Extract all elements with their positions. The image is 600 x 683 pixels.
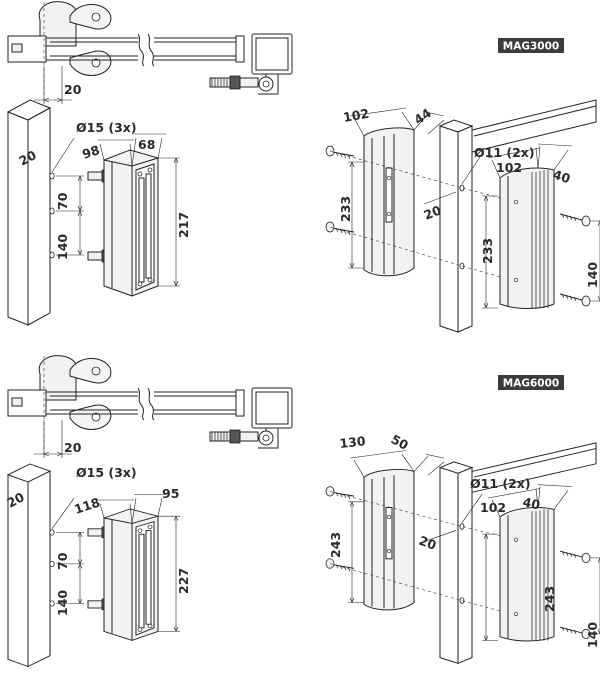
- mag3000-spacing-bottom: 140: [55, 234, 70, 260]
- mag6000-spacing-bottom: 140: [55, 590, 70, 616]
- mag3000-hole-label: Ø15 (3x): [76, 120, 137, 135]
- mag3000-lock-offset: 44: [411, 105, 434, 127]
- mag3000-plate-spacing: 140: [585, 262, 600, 288]
- mag3000-spacing-top: 70: [55, 192, 70, 210]
- mag3000-model-name: MAG3000: [503, 41, 559, 53]
- mag3000-bracket-height: 217: [176, 212, 191, 238]
- mag6000-plate-hole-label: Ø11 (2x): [470, 476, 531, 491]
- mag3000-plate-hole-label: Ø11 (2x): [474, 145, 535, 160]
- mag6000-plate-depth: 40: [521, 494, 541, 512]
- mag6000-lock-height: 243: [328, 532, 343, 558]
- mag6000-lock-assembly: [325, 442, 600, 664]
- mag6000-plate-height: 243: [542, 586, 557, 612]
- mag6000-spacing-top: 70: [55, 552, 70, 570]
- mag6000-lock-offset: 50: [389, 431, 412, 453]
- mag6000-model-name: MAG6000: [503, 378, 559, 390]
- mag3000-top-view: [8, 2, 292, 104]
- mag3000-plate-depth: 40: [551, 167, 572, 187]
- mag3000-badge: MAG3000: [498, 38, 564, 53]
- mag6000-hole-label: Ø15 (3x): [76, 465, 137, 480]
- mag6000-section: MAG6000 20 20 Ø15 (3x) 70 140 118 95 227…: [4, 356, 600, 667]
- mag3000-bracket-depth: 98: [80, 142, 101, 162]
- mag3000-lock-assembly: [325, 99, 600, 333]
- mag6000-lock-depth: 130: [339, 433, 367, 451]
- mag6000-bracket-width: 95: [162, 486, 179, 501]
- mag3000-bracket-width: 68: [138, 137, 155, 152]
- mag6000-plate-gap: 20: [417, 533, 439, 553]
- mag6000-post-dim: 20: [4, 489, 27, 511]
- mag3000-lock-height: 233: [338, 196, 353, 222]
- mag6000-bracket-depth: 118: [72, 495, 101, 517]
- mag6000-badge: MAG6000: [498, 375, 564, 390]
- mag3000-post-dim: 20: [16, 147, 39, 169]
- mag3000-lock-depth: 102: [342, 106, 370, 125]
- mag6000-plate-spacing: 140: [585, 622, 600, 648]
- mag6000-post-and-bracket: [7, 463, 181, 667]
- mag3000-plate-height: 233: [480, 238, 495, 264]
- mag3000-plate-width: 102: [496, 160, 522, 175]
- mag6000-top-dim: 20: [64, 440, 82, 455]
- mag3000-top-dim: 20: [64, 82, 82, 97]
- mag3000-section: MAG3000 20 20 Ø15 (3x) 70 140 98 68 217 …: [7, 2, 600, 333]
- mag3000-plate-gap: 20: [422, 202, 444, 223]
- mag6000-plate-width: 102: [480, 500, 506, 515]
- mag6000-bracket-height: 227: [176, 568, 191, 594]
- mag6000-top-view: [8, 356, 292, 458]
